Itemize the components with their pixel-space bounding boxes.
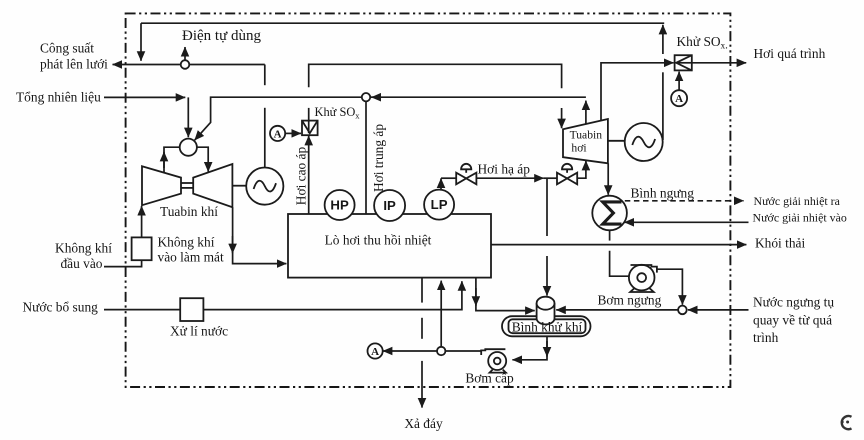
pipe-steam-return-main [193, 96, 586, 141]
hrsg-box [287, 213, 492, 279]
pipe-condensate-discharge [656, 268, 687, 306]
analyzer-sensor-2 [670, 89, 688, 108]
gas-turbine-expander [192, 162, 234, 209]
pipe-hrsg-to-deaerator [475, 277, 536, 315]
pipe-process-steam-a [600, 58, 674, 121]
power-to-grid-label: Công suất [40, 41, 94, 56]
air-inlet-label2: đầu vào [60, 256, 102, 271]
hp-steam-label: Hơi cao áp [294, 147, 309, 206]
condensate-pump-label: Bơm ngưng [598, 293, 662, 308]
pipe-condenser-drain-b [608, 250, 629, 278]
analyzer-1-label: A [274, 128, 282, 140]
process-steam-label: Hơi quá trình [754, 46, 826, 61]
makeup-water-label: Nước bổ sung [23, 300, 99, 315]
corner-mark-icon [840, 414, 853, 431]
gt-generator-sine-icon [252, 179, 277, 193]
analyzer-sensor-3 [366, 342, 384, 360]
air-inlet-label: Không khí [55, 241, 112, 256]
power-to-grid-label2: phát lên lưới [40, 57, 108, 72]
junction-condensate [677, 304, 688, 316]
system-boundary-border [124, 12, 732, 388]
feed-pump-label: Bơm cấp [465, 371, 514, 386]
drum-lp-label: LP [431, 197, 448, 212]
valve-lp-2 [556, 162, 579, 186]
valve-lp-1 [455, 162, 478, 186]
gas-turbine-label: Tuabin khí [160, 204, 218, 219]
condensate-pump [627, 263, 658, 293]
pipe-deaerator-outlet [512, 336, 548, 365]
analyzer-sensor-1 [269, 124, 287, 142]
steam-turbine-label2: hơi [571, 142, 586, 155]
lp-steam-label: Hơi hạ áp [478, 162, 531, 177]
condenser-label: Bình ngưng [631, 186, 695, 201]
gas-turbine-compressor [141, 164, 182, 207]
deaerator-vessel [535, 295, 556, 326]
condenser-sigma-icon [599, 200, 622, 226]
air-filter-box [130, 236, 153, 262]
cooling-air-label: Không khí [158, 235, 215, 250]
pipe-hp-steam-header [307, 63, 563, 89]
junction-power [179, 59, 191, 70]
pipes [104, 22, 749, 408]
condensate-return-label3: trình [753, 330, 779, 345]
ip-steam-label: Hơi trung áp [371, 124, 386, 192]
steam-turbine-label: Tuabin [570, 129, 603, 142]
sox-label-1: Khử SOx [315, 105, 361, 121]
pipe-compressor-to-combustor [163, 146, 180, 173]
drum-hp [323, 189, 356, 221]
combustor [178, 137, 198, 157]
aux-power-label: Điện tự dùng [182, 28, 261, 44]
pipe-lp-steam-d [577, 160, 591, 180]
condenser [591, 194, 628, 232]
junction-feedwater [436, 345, 447, 357]
condensate-return-label2: quay về từ quá [753, 313, 832, 328]
hrsg-label: Lò hơi thu hồi nhiệt [325, 233, 432, 248]
pipe-makeup-water-b [203, 280, 467, 311]
pipe-gt-exhaust [231, 207, 287, 268]
equipment [130, 54, 853, 431]
junction-ip-steam [360, 92, 372, 103]
drum-hp-label: HP [330, 198, 349, 213]
flue-gas-label: Khói thải [755, 236, 805, 251]
water-treatment-box [179, 297, 205, 322]
drum-ip-label: IP [383, 198, 396, 213]
pipe-combustor-to-turbine [196, 146, 213, 172]
deaerator-label: Bình khử khí [512, 320, 583, 335]
feed-pump [480, 348, 508, 374]
st-generator-sine-icon [631, 135, 656, 149]
sox-removal-2 [673, 54, 693, 72]
sox-removal-1 [301, 119, 319, 137]
pipe-air-inlet [104, 260, 143, 268]
condensate-return-label: Nước ngưng tụ [753, 295, 834, 310]
water-treatment-label: Xử lí nước [170, 324, 228, 339]
drum-ip [373, 189, 407, 222]
fuel-label: Tổng nhiên liệu [16, 90, 101, 105]
steam-turbine [562, 117, 609, 165]
sox-label-2: Khử SOx. [677, 34, 729, 52]
drum-lp [423, 188, 456, 221]
analyzer-3-label: A [371, 346, 379, 358]
cooling-in-label: Nước giải nhiệt vào [753, 211, 847, 225]
analyzer-2-label: A [675, 93, 683, 105]
cooling-air-label2: vào làm mát [158, 250, 224, 265]
cooling-out-label: Nước giải nhiệt ra [754, 194, 841, 208]
labels: Công suất phát lên lưới Điện tự dùng Tổn… [16, 28, 847, 431]
blowdown-label: Xả đáy [404, 416, 443, 431]
